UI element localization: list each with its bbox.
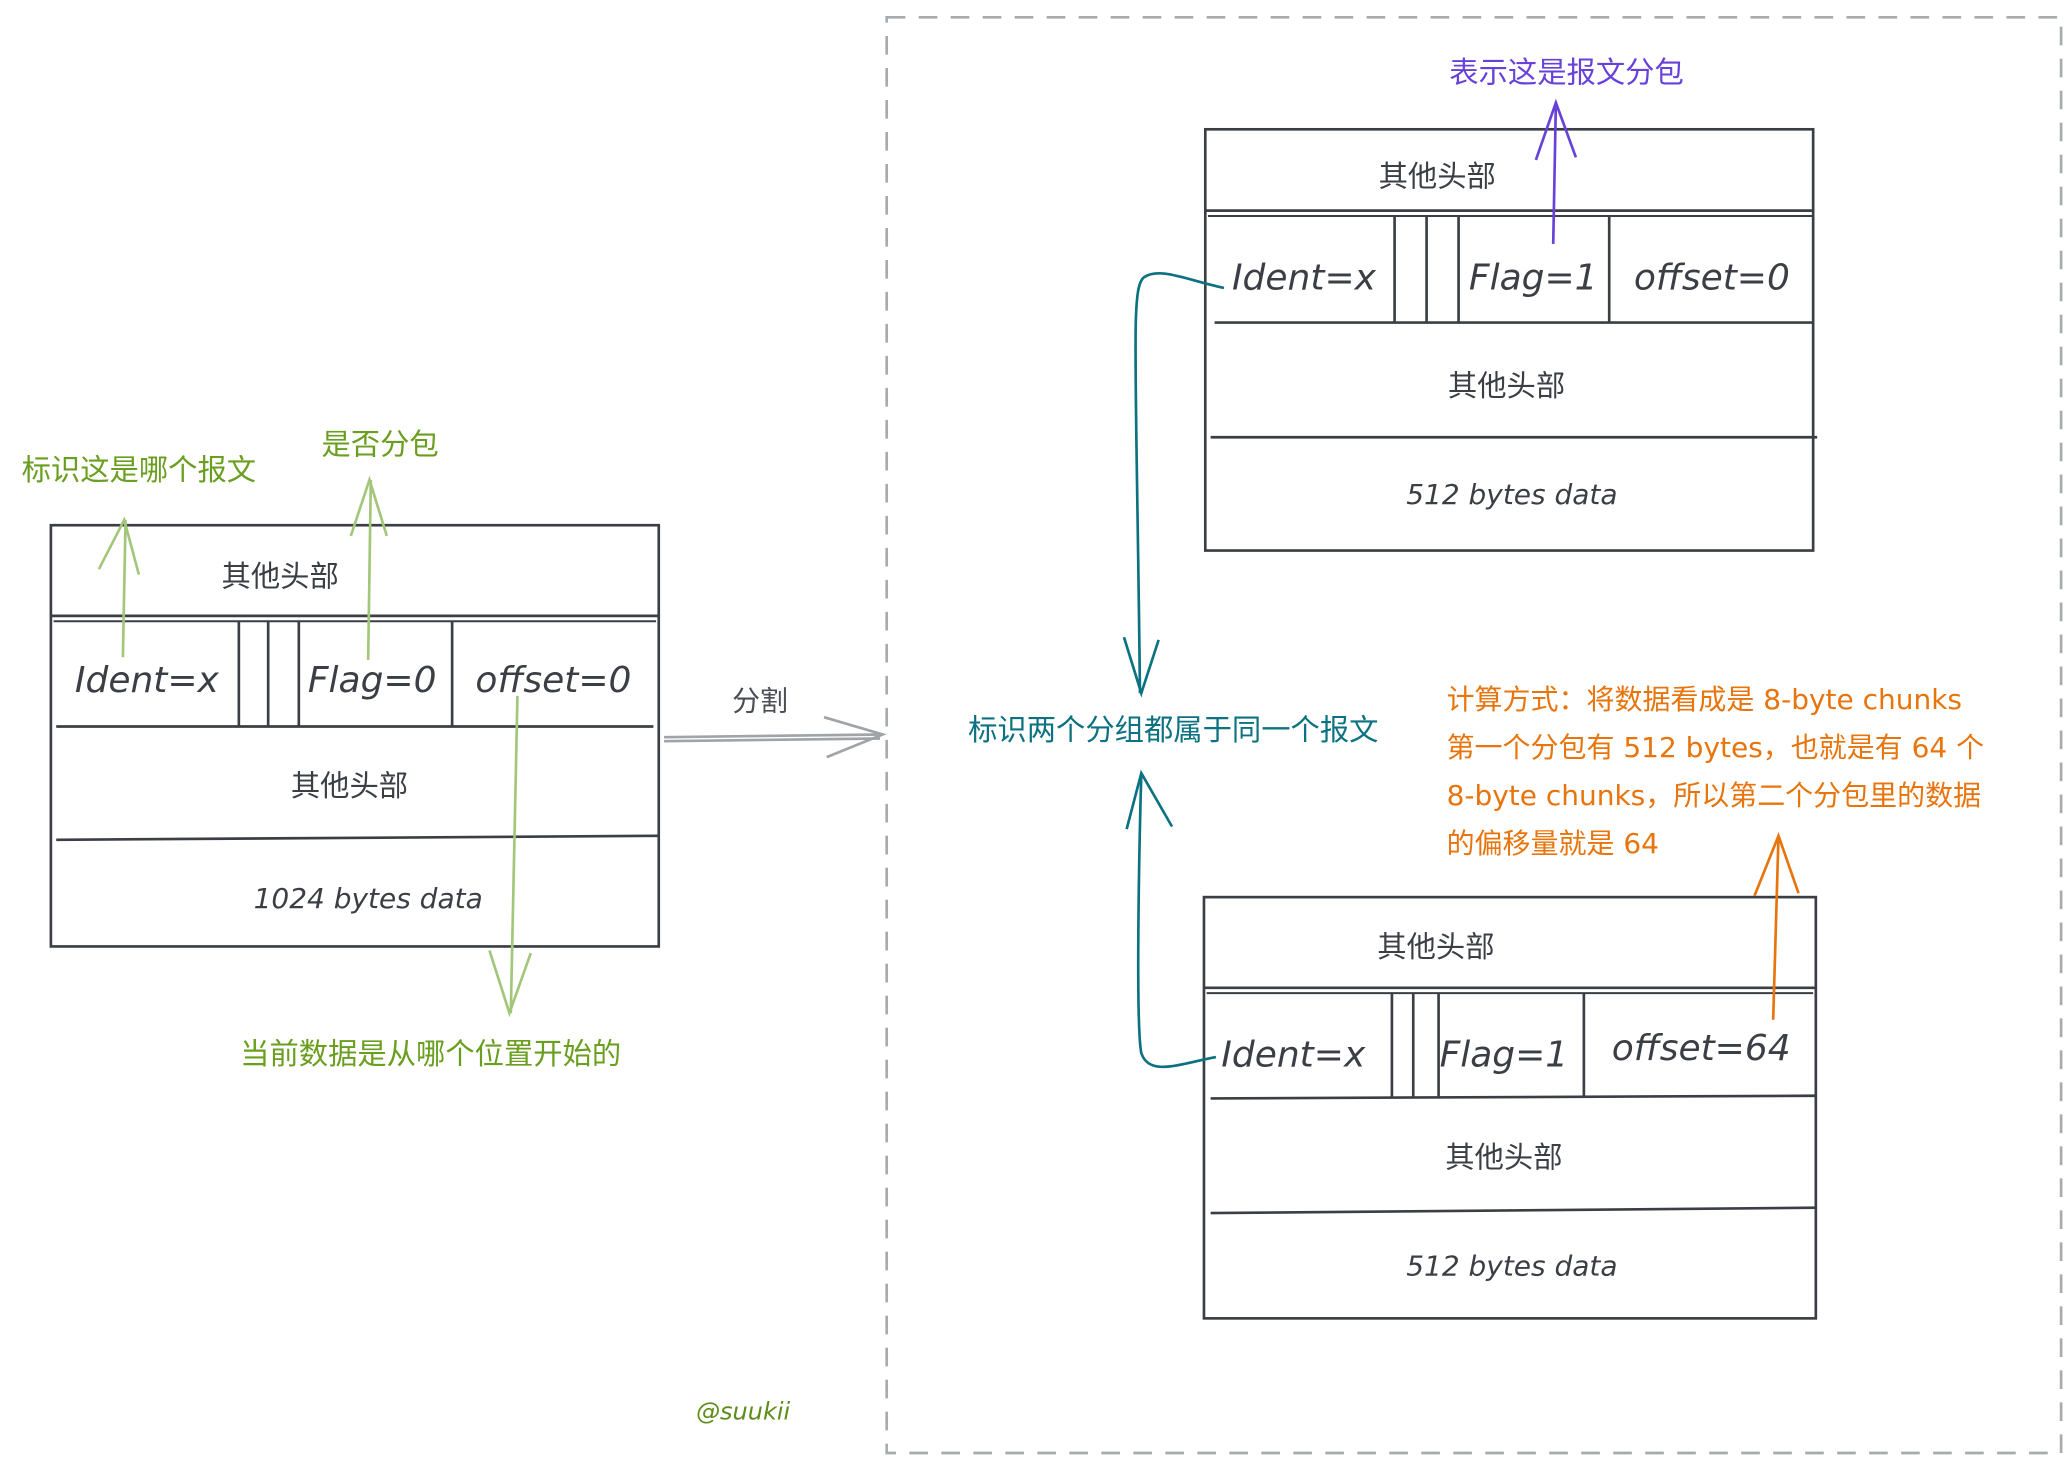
header-bottom-label: 其他头部 <box>291 769 408 803</box>
divider <box>56 834 659 842</box>
flag-annotation-arrow <box>349 475 389 660</box>
header-bottom-label: 其他头部 <box>1448 369 1565 403</box>
header-bottom-label: 其他头部 <box>1445 1141 1562 1175</box>
fragments-frame <box>885 15 2063 1455</box>
header-top-label: 其他头部 <box>1379 160 1496 194</box>
offset-annotation-arrow <box>488 695 533 1018</box>
flag-field: Flag=0 <box>308 660 437 701</box>
offset-explanation-line: 8-byte chunks，所以第二个分包里的数据 <box>1447 779 1982 812</box>
flag-field: Flag=1 <box>1440 1034 1569 1075</box>
original-packet: 其他头部 Ident=x Flag=0 offset=0 其他头部 1024 b… <box>49 523 661 948</box>
fragment-1: 其他头部 Ident=x Flag=1 offset=0 其他头部 512 by… <box>1203 127 1818 552</box>
ident-link-arrow-bottom <box>1125 769 1217 1069</box>
ident-note: 标识这是哪个报文 <box>22 453 257 487</box>
fragment-1-border <box>1203 127 1815 552</box>
ident-field: Ident=x <box>1221 1034 1366 1075</box>
offset-right-annotation-arrow <box>1753 832 1800 1020</box>
flag-note: 是否分包 <box>321 428 438 462</box>
offset-note: 当前数据是从哪个位置开始的 <box>240 1037 621 1071</box>
ident-link-arrow-top <box>1122 272 1225 698</box>
fragment-2-border <box>1202 895 1818 1320</box>
data-label: 512 bytes data <box>1406 1250 1617 1283</box>
offset-explanation-line: 计算方式：将数据看成是 8-byte chunks <box>1447 683 1962 716</box>
offset-field: offset=64 <box>1612 1028 1791 1069</box>
ident-annotation-arrow <box>97 516 141 658</box>
flag-right-annotation-arrow <box>1534 98 1578 244</box>
split-arrow <box>664 715 887 759</box>
divider <box>1210 1094 1816 1100</box>
data-label: 1024 bytes data <box>254 882 483 915</box>
offset-field: offset=0 <box>475 660 631 701</box>
header-top-label: 其他头部 <box>222 560 339 594</box>
fragment-2: 其他头部 Ident=x Flag=1 offset=64 其他头部 512 b… <box>1202 895 1818 1320</box>
offset-field: offset=0 <box>1634 257 1790 298</box>
flag-field: Flag=1 <box>1469 257 1598 298</box>
data-label: 512 bytes data <box>1406 478 1617 511</box>
ident-field: Ident=x <box>1232 257 1377 298</box>
offset-explanation: 计算方式：将数据看成是 8-byte chunks 第一个分包有 512 byt… <box>1447 683 1985 860</box>
author-signature: @suukii <box>696 1398 790 1426</box>
split-label: 分割 <box>732 685 788 718</box>
ident-note-right: 标识两个分组都属于同一个报文 <box>968 713 1378 747</box>
offset-explanation-line: 第一个分包有 512 bytes，也就是有 64 个 <box>1447 731 1985 764</box>
flag-note-right: 表示这是报文分包 <box>1449 56 1684 90</box>
ident-field: Ident=x <box>75 660 220 701</box>
divider <box>1210 1206 1816 1215</box>
offset-explanation-line: 的偏移量就是 64 <box>1447 827 1659 860</box>
header-top-label: 其他头部 <box>1377 930 1494 964</box>
